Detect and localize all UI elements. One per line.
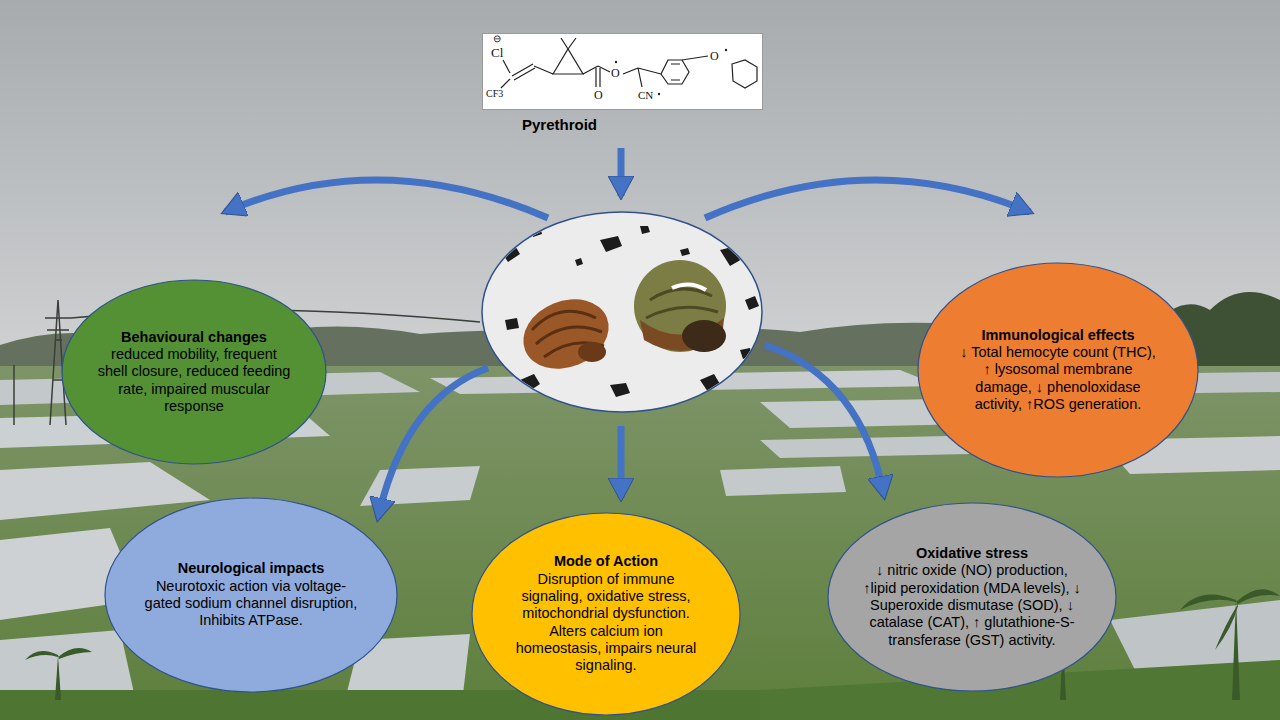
atom-label: O	[611, 67, 620, 79]
arrow	[618, 148, 625, 196]
ellipse-heading: Behavioural changes	[96, 329, 292, 346]
compound-box: ⊖ClCF3OOCNOPyrethroid	[482, 33, 763, 134]
ellipse-text: Behavioural changesreduced mobility, fre…	[96, 329, 292, 416]
ellipse-body: Disruption of immune signaling, oxidativ…	[506, 571, 706, 675]
ellipse-text: Immunological effects↓ Total hemocyte co…	[955, 327, 1161, 414]
atom-label: O	[710, 50, 719, 62]
atom-label: Cl	[491, 46, 503, 59]
arrow	[705, 180, 1030, 218]
arrow	[378, 368, 488, 518]
effect-ellipse: Behavioural changesreduced mobility, fre…	[61, 279, 327, 465]
atom-label: O	[594, 89, 603, 101]
effect-ellipse: Mode of ActionDisruption of immune signa…	[471, 512, 741, 716]
atom-label: ⊖	[493, 34, 501, 44]
ellipse-text: Mode of ActionDisruption of immune signa…	[506, 553, 706, 675]
ellipse-text: Oxidative stress↓ nitric oxide (NO) prod…	[861, 545, 1083, 649]
ellipse-text: Neurological impactsNeurotoxic action vi…	[142, 560, 360, 630]
structure-panel: ⊖ClCF3OOCNO	[482, 33, 763, 110]
effect-ellipse: Neurological impactsNeurotoxic action vi…	[104, 497, 398, 693]
ellipse-heading: Immunological effects	[955, 327, 1161, 344]
atom-label: CN	[638, 90, 653, 101]
ellipse-body: Neurotoxic action via voltage-gated sodi…	[142, 578, 360, 630]
ellipse-heading: Mode of Action	[506, 553, 706, 570]
ellipse-heading: Neurological impacts	[142, 560, 360, 577]
arrow	[765, 345, 884, 496]
effect-ellipse: Oxidative stress↓ nitric oxide (NO) prod…	[827, 502, 1117, 692]
ellipse-heading: Oxidative stress	[861, 545, 1083, 562]
compound-name: Pyrethroid	[522, 116, 597, 133]
ellipse-body: ↓ Total hemocyte count (THC), ↑ lysosoma…	[955, 344, 1161, 414]
atom-label: CF3	[486, 89, 503, 99]
effect-ellipse: Immunological effects↓ Total hemocyte co…	[917, 262, 1199, 478]
ellipse-body: ↓ nitric oxide (NO) production, ↑lipid p…	[861, 562, 1083, 649]
chemical-structure	[483, 34, 762, 109]
arrow	[618, 426, 625, 498]
ellipse-body: reduced mobility, frequent shell closure…	[96, 346, 292, 416]
arrow	[225, 180, 548, 218]
